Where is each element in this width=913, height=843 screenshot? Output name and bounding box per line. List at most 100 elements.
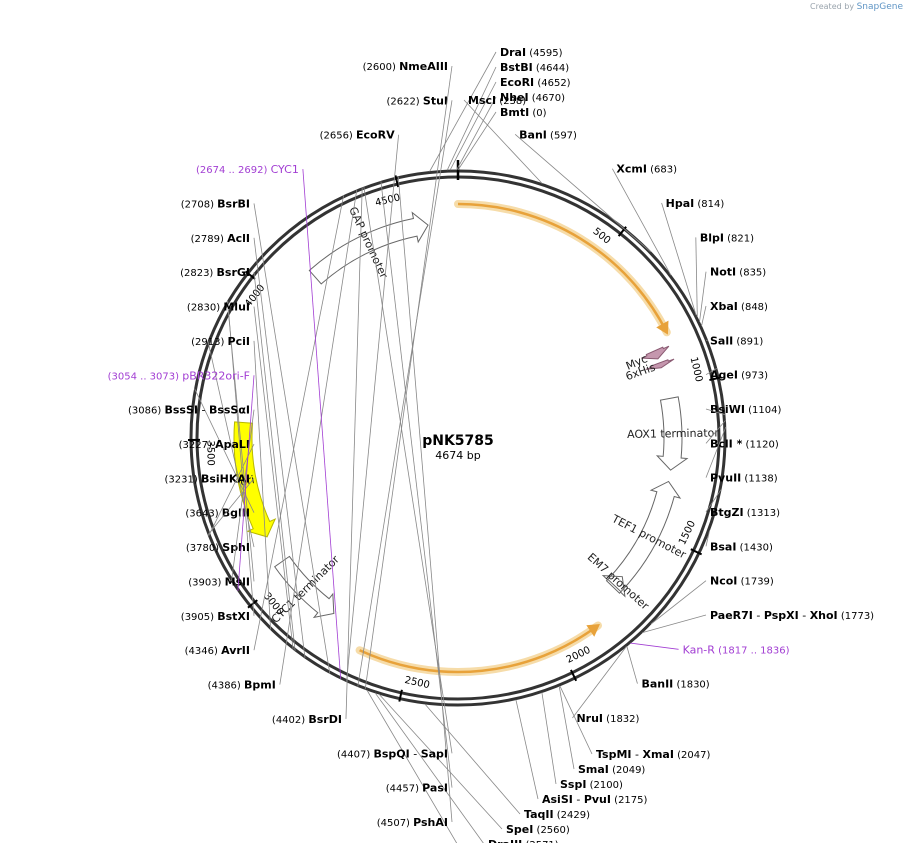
site-leader	[302, 169, 342, 680]
site-leader	[457, 111, 497, 171]
site-label: (2823) BsrGI	[180, 266, 250, 279]
site-label: NruI (1832)	[576, 712, 639, 725]
site-leader	[705, 489, 722, 513]
site-noti: NotI (835)	[699, 266, 766, 322]
site-sspi: SspI (2100)	[541, 692, 623, 791]
site-label: PaeR7I - PspXI - XhoI (1773)	[710, 609, 874, 622]
site-leader	[626, 645, 638, 684]
site-label: BstBI (4644)	[500, 61, 569, 74]
site-leader	[699, 271, 707, 322]
site-label: AgeI (973)	[710, 369, 768, 382]
site-leader	[208, 443, 255, 537]
site-label: (3905) BstXI	[181, 610, 250, 623]
feature-label-aox1-terminator: AOX1 terminator	[627, 426, 719, 441]
site-label: (3643) BglII	[185, 507, 250, 520]
restriction-sites: DraI (4595)BstBI (4644) EcoRI (4652) NheI …	[108, 46, 874, 843]
site-bmgbi: BmgBI (2595)	[366, 689, 458, 843]
site-label: BmtI (0)	[500, 106, 547, 119]
site-pvuii: PvuII (1138)	[705, 426, 778, 485]
feature-ori	[233, 421, 277, 538]
site-label: BsaI (1430)	[710, 540, 773, 553]
site-leader	[705, 530, 710, 547]
site-xcmi: XcmI (683)	[612, 163, 677, 276]
plasmid-name: pNK5785	[422, 433, 494, 449]
site-leader	[463, 99, 543, 184]
site-leader	[207, 478, 255, 535]
site-bsssi: (3086) BssSI - BssSαI	[128, 404, 255, 582]
site-leader	[446, 66, 497, 171]
feature-aox1-terminator	[655, 396, 689, 471]
snapgene-logo-text: SnapGene	[856, 2, 903, 12]
site-label: (3086) BssSI - BssSαI	[128, 404, 250, 417]
site-leader	[364, 65, 453, 690]
site-hpai: HpaI (814)	[661, 197, 725, 316]
tick-label: 1500	[677, 519, 698, 547]
feature-gap-promoter	[308, 211, 429, 285]
site-label: SalI (891)	[710, 334, 763, 347]
site-label: (3227) ApaLI	[179, 438, 250, 451]
site-leader	[237, 375, 255, 591]
site-leader	[378, 693, 503, 830]
site-label: (2622) StuI	[386, 94, 448, 107]
site-drai: DraI (4595)	[429, 46, 563, 172]
tick-mark	[570, 669, 578, 682]
site-label: (2708) BsrBI	[181, 197, 250, 210]
site-label: (2789) AclI	[191, 232, 250, 245]
site-nrui: NruI (1832)	[572, 646, 640, 725]
tick-mark	[617, 226, 627, 237]
feature-label-tef1-promoter: TEF1 promoter	[609, 512, 689, 562]
site-smai: SmaI (2049)	[558, 686, 645, 776]
site-leader	[515, 699, 539, 800]
feature-tef1-promoter	[607, 480, 682, 593]
site-bsai: BsaI (1430)	[705, 530, 773, 553]
tick-label: 2500	[403, 675, 430, 691]
site-label: EcoRI (4652)	[500, 76, 571, 89]
site-label: Kan-R (1817 .. 1836)	[683, 643, 790, 656]
site-leader	[231, 409, 255, 582]
site-tspmi: TspMI - XmaI (2047)	[559, 685, 710, 761]
feature-arc	[457, 202, 668, 333]
site-label: AsiSI - PvuI (2175)	[542, 793, 648, 806]
site-ncoi: NcoI (1739)	[650, 575, 774, 625]
credit-prefix: Created by	[810, 2, 855, 11]
site-label: XbaI (848)	[710, 300, 768, 313]
site-taqii: TaqII (2429)	[424, 703, 590, 821]
site-acli: (2789) AclI	[191, 232, 306, 659]
site-paer7i: PaeR7I - PspXI - XhoI (1773)	[642, 609, 874, 633]
site-leader	[397, 176, 453, 823]
site-label: (4402) BsrDI	[272, 713, 342, 726]
site-bsrdi: (4402) BsrDI	[272, 187, 363, 726]
site-bspqi: (4407) BspQI - SapI	[337, 187, 453, 760]
site-btgzi: BtgZI (1313)	[705, 489, 780, 519]
site-bani: BanI (597)	[514, 128, 651, 253]
site-msli: (3903) MslI	[188, 301, 255, 588]
site-cyc1: (2674 .. 2692) CYC1	[196, 163, 342, 680]
site-leader	[253, 195, 344, 651]
site-label: MscI (238)	[468, 94, 526, 107]
site-label: BanII (1830)	[641, 678, 709, 691]
site-label: BlpI (821)	[700, 231, 754, 244]
site-label: PvuII (1138)	[710, 472, 778, 485]
site-leader	[705, 426, 727, 478]
site-leader	[661, 202, 697, 316]
site-bsiwi: BsiWI (1104)	[705, 403, 781, 416]
site-label: TaqII (2429)	[524, 808, 590, 821]
site-leader	[194, 388, 255, 513]
site-label: SmaI (2049)	[578, 763, 645, 776]
site-leader	[279, 189, 358, 685]
tick-mark	[709, 376, 722, 382]
site-label: HpaI (814)	[666, 197, 725, 210]
site-leader	[449, 81, 497, 171]
plasmid-length: 4674 bp	[435, 449, 480, 462]
site-label: (4457) PasI	[386, 782, 448, 795]
site-apali: (3227) ApaLI	[179, 438, 255, 537]
feature-myc	[641, 345, 670, 360]
site-label: (3231) BsiHKAI	[165, 472, 250, 485]
site-sali: SalI (891)	[705, 334, 763, 347]
site-pcii: (2913) PciI	[191, 335, 271, 630]
site-leader	[642, 614, 707, 633]
site-label: (2656) EcoRV	[320, 129, 395, 142]
site-leader	[357, 100, 453, 687]
site-label: NheI (4670)	[500, 91, 565, 104]
